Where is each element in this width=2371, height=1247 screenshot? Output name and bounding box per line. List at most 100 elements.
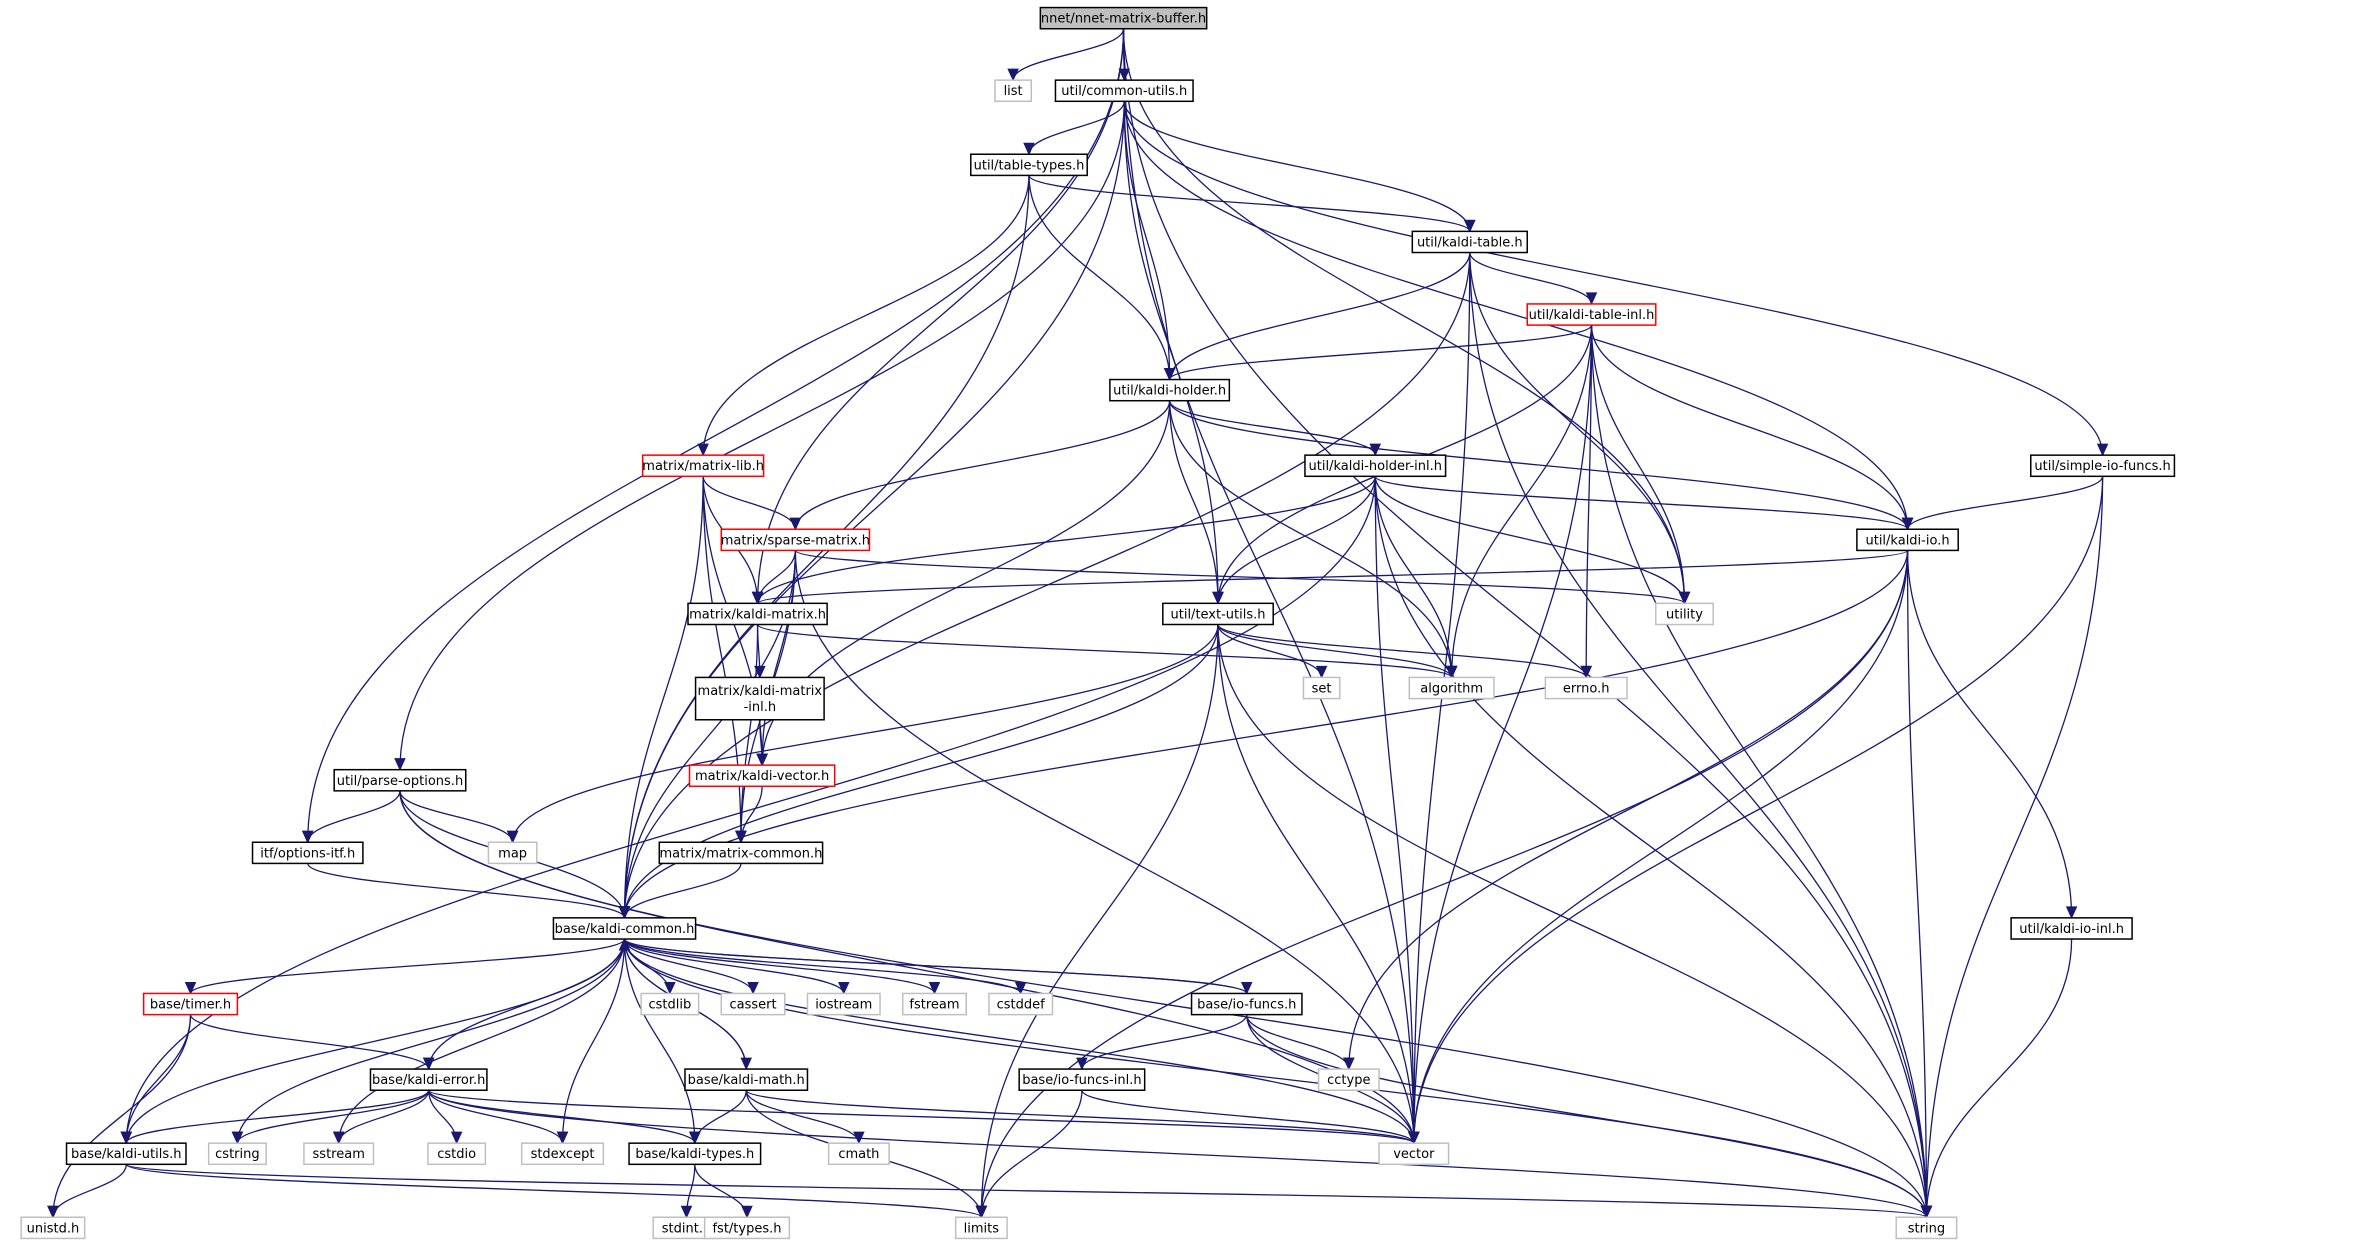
edge-line [1413,325,1593,1144]
edge-line [1217,624,1928,1218]
edge-line [1585,325,1593,678]
node-box [970,153,1088,177]
node-box [1411,230,1528,254]
edge-line [189,1014,430,1070]
edge-arrowhead [756,753,768,767]
node-label: utility [1666,607,1703,622]
node-fst-types: fst/types.h [703,1216,791,1240]
edge-arrowhead [422,1057,435,1071]
edge-kaldi_holder_inl-to-string [1374,476,1933,1219]
node-label: util/common-utils.h [1061,84,1187,99]
edge-kaldi_error-to-stdexcept [428,1090,569,1145]
edge-root-to-kaldi_matrix [751,28,1125,605]
edge-kaldi_math-to-kaldi_types [689,1090,747,1145]
edge-line [1168,252,1471,380]
node-kaldi-utils[interactable]: base/kaldi-utils.h [65,1142,187,1166]
edge-io_funcs_inl-to-limits [975,1090,1083,1219]
edge-line [980,550,1909,1218]
node-box [1039,6,1208,30]
node-options-itf[interactable]: itf/options-itf.h [251,841,364,865]
edge-arrowhead [450,1131,463,1145]
node-parse-options[interactable]: util/parse-options.h [333,768,467,792]
edge-matrix_common-to-kaldi_common [618,863,742,920]
edge-line [338,939,626,1144]
node-label: util/simple-io-funcs.h [2034,459,2170,474]
edge-arrowhead [928,981,941,995]
node-label: set [1312,682,1332,697]
node-io-funcs-inl[interactable]: base/io-funcs-inl.h [1018,1068,1146,1091]
node-kaldi-matrix[interactable]: matrix/kaldi-matrix.h [687,602,828,626]
edge-line [1168,400,1453,678]
node-kaldi-common[interactable]: base/kaldi-common.h [552,917,697,940]
edge-line [1590,325,1686,604]
node-kaldi-math[interactable]: base/kaldi-math.h [684,1068,809,1091]
edge-arrowhead [747,981,759,995]
node-box [641,454,765,478]
edge-kaldi_table_inl-to-string [1590,325,1933,1219]
node-timer[interactable]: base/timer.h [142,992,239,1016]
node-kaldi-matrix-inl[interactable]: matrix/kaldi-matrix-inl.h [694,676,825,721]
node-io-funcs[interactable]: base/io-funcs.h [1190,992,1303,1016]
node-kaldi-types[interactable]: base/kaldi-types.h [628,1142,762,1166]
node-kaldi-table-inl[interactable]: util/kaldi-table-inl.h [1526,303,1657,326]
node-box [333,768,467,792]
edge-kaldi_common-to-cassert [623,938,759,995]
edge-line [1906,476,2104,530]
edge-line [623,624,1219,918]
edge-arrowhead [332,1131,345,1145]
node-kaldi-holder-inl[interactable]: util/kaldi-holder-inl.h [1304,454,1447,478]
node-matrix-lib[interactable]: matrix/matrix-lib.h [641,454,765,478]
node-label: stdexcept [531,1147,595,1162]
node-kaldi-holder[interactable]: util/kaldi-holder.h [1109,378,1231,402]
edge-options_itf-to-kaldi_common [307,863,631,920]
node-vector: vector [1378,1142,1450,1166]
edge-line [1012,28,1125,81]
edge-line [1217,624,1415,1144]
edges-layer [47,28,2109,1219]
node-root[interactable]: nnet/nnet-matrix-buffer.h [1039,6,1208,30]
edge-line [52,1164,127,1218]
edge-io_funcs-to-io_funcs_inl [1076,1014,1248,1071]
node-label: util/kaldi-holder-inl.h [1309,459,1442,474]
node-label: map [498,846,527,861]
node-text-utils[interactable]: util/text-utils.h [1162,602,1274,626]
edge-text_utils-to-limits [975,624,1219,1219]
edge-line [511,624,1219,843]
edge-kaldi_holder-to-algorithm [1168,400,1458,679]
node-label: errno.h [1563,682,1610,697]
edge-line [125,939,626,1144]
edge-line [623,938,845,994]
edge-kaldi_error-to-vector [428,1089,1420,1145]
node-label: cmath [838,1147,879,1162]
edge-line [1450,325,1593,678]
node-kaldi-vector[interactable]: matrix/kaldi-vector.h [688,764,836,788]
node-sparse-matrix[interactable]: matrix/sparse-matrix.h [720,528,871,552]
edge-kaldi_table-to-kaldi_holder [1163,252,1471,381]
node-label: base/io-funcs-inl.h [1022,1073,1141,1088]
node-kaldi-table[interactable]: util/kaldi-table.h [1411,230,1528,254]
node-box [369,1068,488,1091]
edge-kaldi_matrix_inl-to-kaldi_vector [756,719,768,767]
node-map: map [487,841,538,865]
edge-line [1217,624,1587,678]
edge-line [399,101,1125,770]
node-matrix-common[interactable]: matrix/matrix-common.h [658,841,824,865]
node-table-types[interactable]: util/table-types.h [970,153,1088,177]
edge-simple_io_funcs-to-kaldi_io [1901,476,2104,531]
node-label: util/table-types.h [974,158,1085,173]
edge-timer-to-kaldi_error [189,1014,435,1071]
edge-line [756,623,1453,679]
node-kaldi-error[interactable]: base/kaldi-error.h [369,1068,488,1091]
edge-line [125,1163,1928,1218]
node-kaldi-io-inl[interactable]: util/kaldi-io-inl.h [2010,917,2133,940]
node-kaldi-io[interactable]: util/kaldi-io.h [1856,528,1959,552]
node-label: cassert [729,998,776,1013]
node-utility: utility [1655,602,1714,626]
node-label: cstdlib [648,998,691,1013]
edge-kaldi_common-to-stdexcept [556,939,626,1145]
node-label: iostream [815,998,872,1013]
node-common-utils[interactable]: util/common-utils.h [1054,79,1194,103]
node-label: cstring [215,1147,259,1162]
node-simple-io-funcs[interactable]: util/simple-io-funcs.h [2030,454,2176,478]
